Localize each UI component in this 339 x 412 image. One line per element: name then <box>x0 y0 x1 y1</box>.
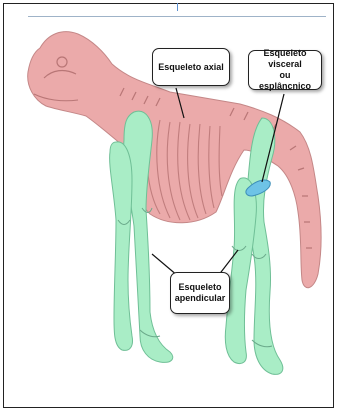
label-appendicular-skeleton: Esqueleto apendicular <box>170 272 230 314</box>
label-visceral-line2: ou esplâncnico <box>253 70 317 92</box>
label-appendicular-line1: Esqueleto <box>178 282 221 293</box>
hind-limb-left <box>225 178 256 364</box>
label-axial-text: Esqueleto axial <box>158 62 224 73</box>
label-visceral-line1: Esqueleto visceral <box>253 48 317 70</box>
front-limb-right <box>110 142 133 351</box>
label-axial-skeleton: Esqueleto axial <box>152 48 230 86</box>
label-appendicular-line2: apendicular <box>175 293 226 304</box>
label-visceral-skeleton: Esqueleto visceral ou esplâncnico <box>248 50 322 90</box>
